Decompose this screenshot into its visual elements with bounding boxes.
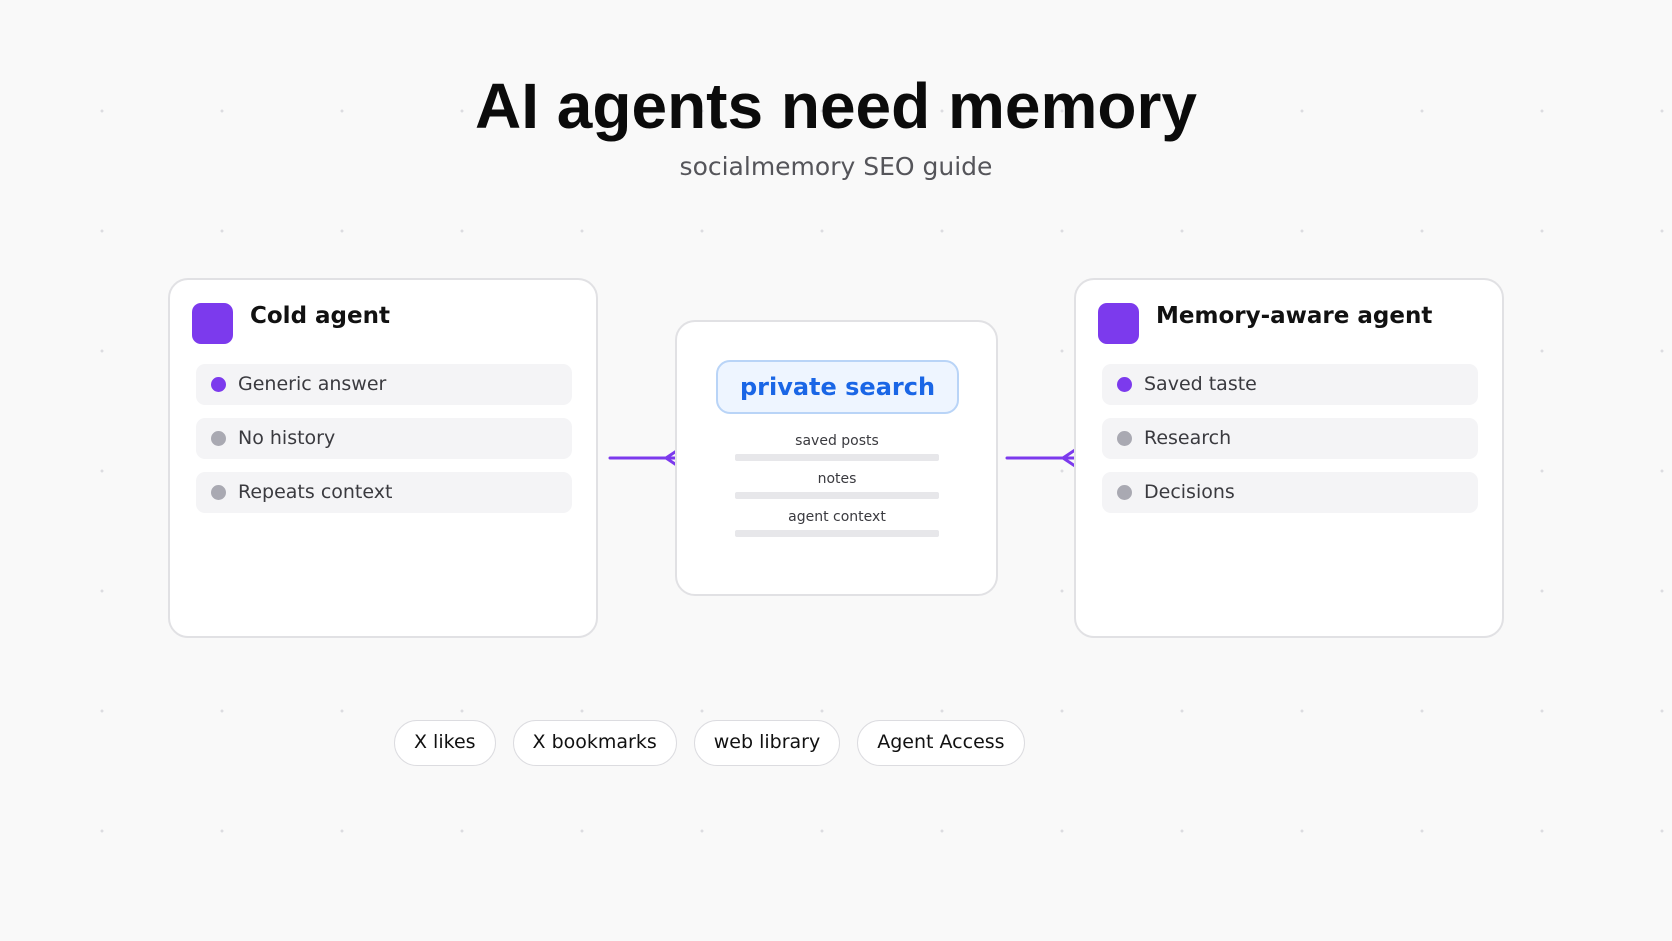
cold-agent-card: Cold agent Generic answer No history Rep… xyxy=(168,278,598,638)
memory-agent-list: Saved taste Research Decisions xyxy=(1102,364,1478,526)
memory-agent-item-saved-taste: Saved taste xyxy=(1102,364,1478,405)
purple-dot-icon xyxy=(211,377,226,392)
cold-agent-list: Generic answer No history Repeats contex… xyxy=(196,364,572,526)
memory-agent-card: Memory-aware agent Saved taste Research … xyxy=(1074,278,1504,638)
gray-dot-icon xyxy=(211,485,226,500)
memory-agent-item-research: Research xyxy=(1102,418,1478,459)
memory-agent-item-label: Saved taste xyxy=(1144,373,1257,395)
cold-agent-item-no-history: No history xyxy=(196,418,572,459)
source-chips: X likes X bookmarks web library Agent Ac… xyxy=(394,720,1025,766)
cold-agent-title: Cold agent xyxy=(250,303,390,329)
memory-agent-item-label: Research xyxy=(1144,427,1232,449)
search-source-bar xyxy=(735,492,939,499)
chip-x-bookmarks[interactable]: X bookmarks xyxy=(512,720,677,766)
chip-agent-access[interactable]: Agent Access xyxy=(857,720,1025,766)
cold-agent-item-label: Generic answer xyxy=(238,373,387,395)
search-source-bar xyxy=(735,530,939,537)
page-title: AI agents need memory xyxy=(475,70,1197,142)
gray-dot-icon xyxy=(1117,431,1132,446)
cold-agent-item-label: Repeats context xyxy=(238,481,393,503)
purple-dot-icon xyxy=(1117,377,1132,392)
page-subtitle: socialmemory SEO guide xyxy=(679,152,993,181)
search-source-saved-posts: saved posts xyxy=(735,432,939,461)
cold-agent-item-generic-answer: Generic answer xyxy=(196,364,572,405)
memory-agent-avatar-icon xyxy=(1098,303,1139,344)
private-search-button[interactable]: private search xyxy=(716,360,959,414)
search-source-bar xyxy=(735,454,939,461)
gray-dot-icon xyxy=(211,431,226,446)
chip-web-library[interactable]: web library xyxy=(693,720,841,766)
cold-agent-item-repeats-context: Repeats context xyxy=(196,472,572,513)
gray-dot-icon xyxy=(1117,485,1132,500)
search-source-label: saved posts xyxy=(795,433,879,449)
connector-arrow-right xyxy=(1005,444,1084,472)
search-source-agent-context: agent context xyxy=(735,508,939,537)
search-source-label: notes xyxy=(817,471,857,487)
cold-agent-item-label: No history xyxy=(238,427,336,449)
private-search-card: private search saved posts notes agent c… xyxy=(675,320,998,596)
memory-agent-item-decisions: Decisions xyxy=(1102,472,1478,513)
memory-agent-title: Memory-aware agent xyxy=(1156,303,1433,329)
search-source-notes: notes xyxy=(735,470,939,499)
chip-x-likes[interactable]: X likes xyxy=(394,720,496,766)
search-source-label: agent context xyxy=(788,509,886,525)
memory-agent-item-label: Decisions xyxy=(1144,481,1235,503)
cold-agent-avatar-icon xyxy=(192,303,233,344)
